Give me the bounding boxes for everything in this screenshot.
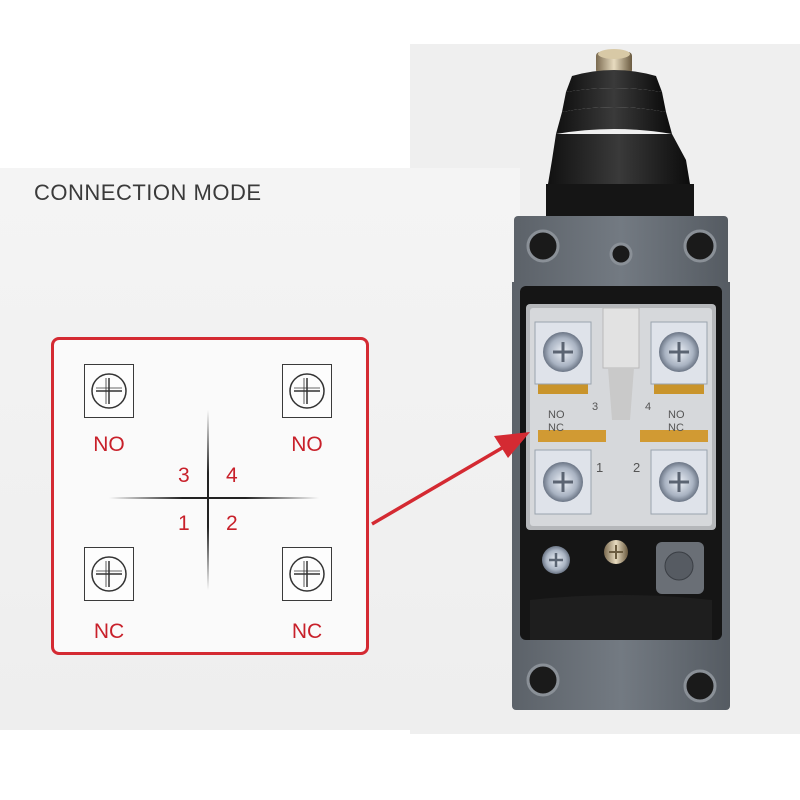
terminal-label-bottom-left: NC <box>93 620 125 643</box>
switch-label-no-right: NO <box>668 409 685 421</box>
connection-diagram: NO NO NC NC 3 4 1 2 <box>51 337 369 655</box>
terminal-label-top-right: NO <box>291 433 323 456</box>
switch-number-1: 1 <box>596 460 603 475</box>
divider-horizontal <box>109 497 319 499</box>
terminal-label-bottom-right: NC <box>291 620 323 643</box>
terminal-screw-icon <box>282 364 332 418</box>
terminal-screw-icon <box>84 547 134 601</box>
terminal-label-top-left: NO <box>93 433 125 456</box>
switch-label-nc-right: NC <box>668 422 684 434</box>
terminal-screw-icon <box>84 364 134 418</box>
page-title: CONNECTION MODE <box>34 180 262 205</box>
divider-vertical <box>207 410 209 590</box>
switch-number-4: 4 <box>645 401 651 413</box>
contact-number-2: 2 <box>226 512 238 535</box>
switch-number-3: 3 <box>592 401 598 413</box>
switch-label-nc-left: NC <box>548 422 564 434</box>
contact-number-4: 4 <box>226 464 238 487</box>
switch-number-2: 2 <box>633 460 640 475</box>
contact-number-1: 1 <box>178 512 190 535</box>
terminal-screw-icon <box>282 547 332 601</box>
contact-number-3: 3 <box>178 464 190 487</box>
switch-label-no-left: NO <box>548 409 565 421</box>
